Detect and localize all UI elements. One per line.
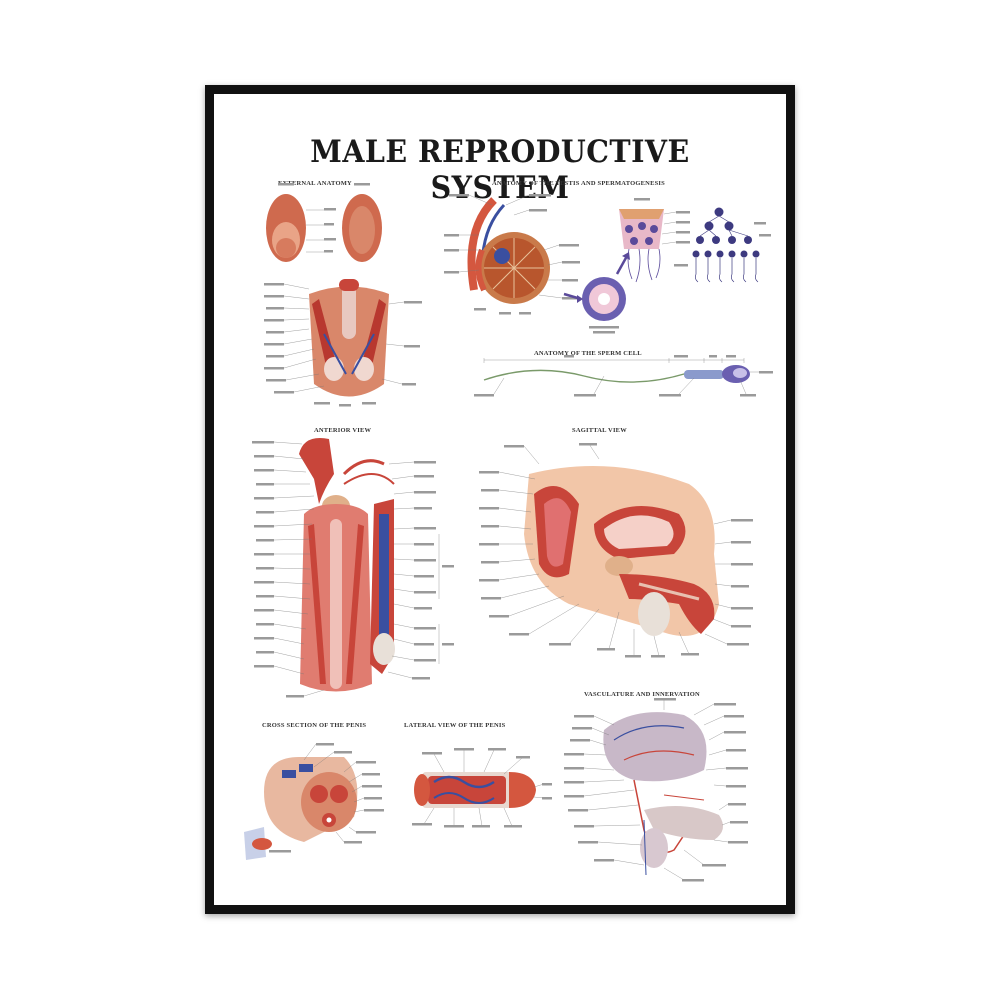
spermatogenesis-illustration <box>619 198 771 283</box>
section-cross-section: CROSS SECTION OF THE PENIS <box>262 722 367 729</box>
testis-cross-section-illustration <box>444 194 580 315</box>
seminiferous-tubule-illustration <box>563 252 630 334</box>
section-sagittal-view: SAGITTAL VIEW <box>572 427 627 434</box>
poster: MALE REPRODUCTIVE SYSTEM EXTERNAL ANATOM… <box>214 94 786 905</box>
poster-title: MALE REPRODUCTIVE SYSTEM <box>310 134 690 206</box>
penis-lateral-view-illustration <box>412 748 552 828</box>
section-external-anatomy: EXTERNAL ANATOMY <box>278 180 352 187</box>
section-vasculature-innervation: VASCULATURE AND INNERVATION <box>584 691 700 698</box>
section-lateral-view: LATERAL VIEW OF THE PENIS <box>404 722 506 729</box>
section-sperm-cell: ANATOMY OF THE SPERM CELL <box>534 350 642 357</box>
poster-frame: MALE REPRODUCTIVE SYSTEM EXTERNAL ANATOM… <box>205 85 795 914</box>
sperm-cell-illustration <box>474 355 773 397</box>
penis-cross-section-illustration <box>244 743 384 860</box>
section-testis-spermatogenesis: ANATOMY OF THE TESTIS AND SPERMATOGENESI… <box>492 180 665 187</box>
vasculature-innervation-illustration <box>564 698 748 882</box>
sagittal-view-illustration <box>479 443 753 658</box>
anterior-view-illustration <box>252 438 454 698</box>
section-anterior-view: ANTERIOR VIEW <box>314 427 372 434</box>
perineum-dissection-illustration <box>264 279 422 407</box>
external-anatomy-illustration <box>266 183 382 262</box>
